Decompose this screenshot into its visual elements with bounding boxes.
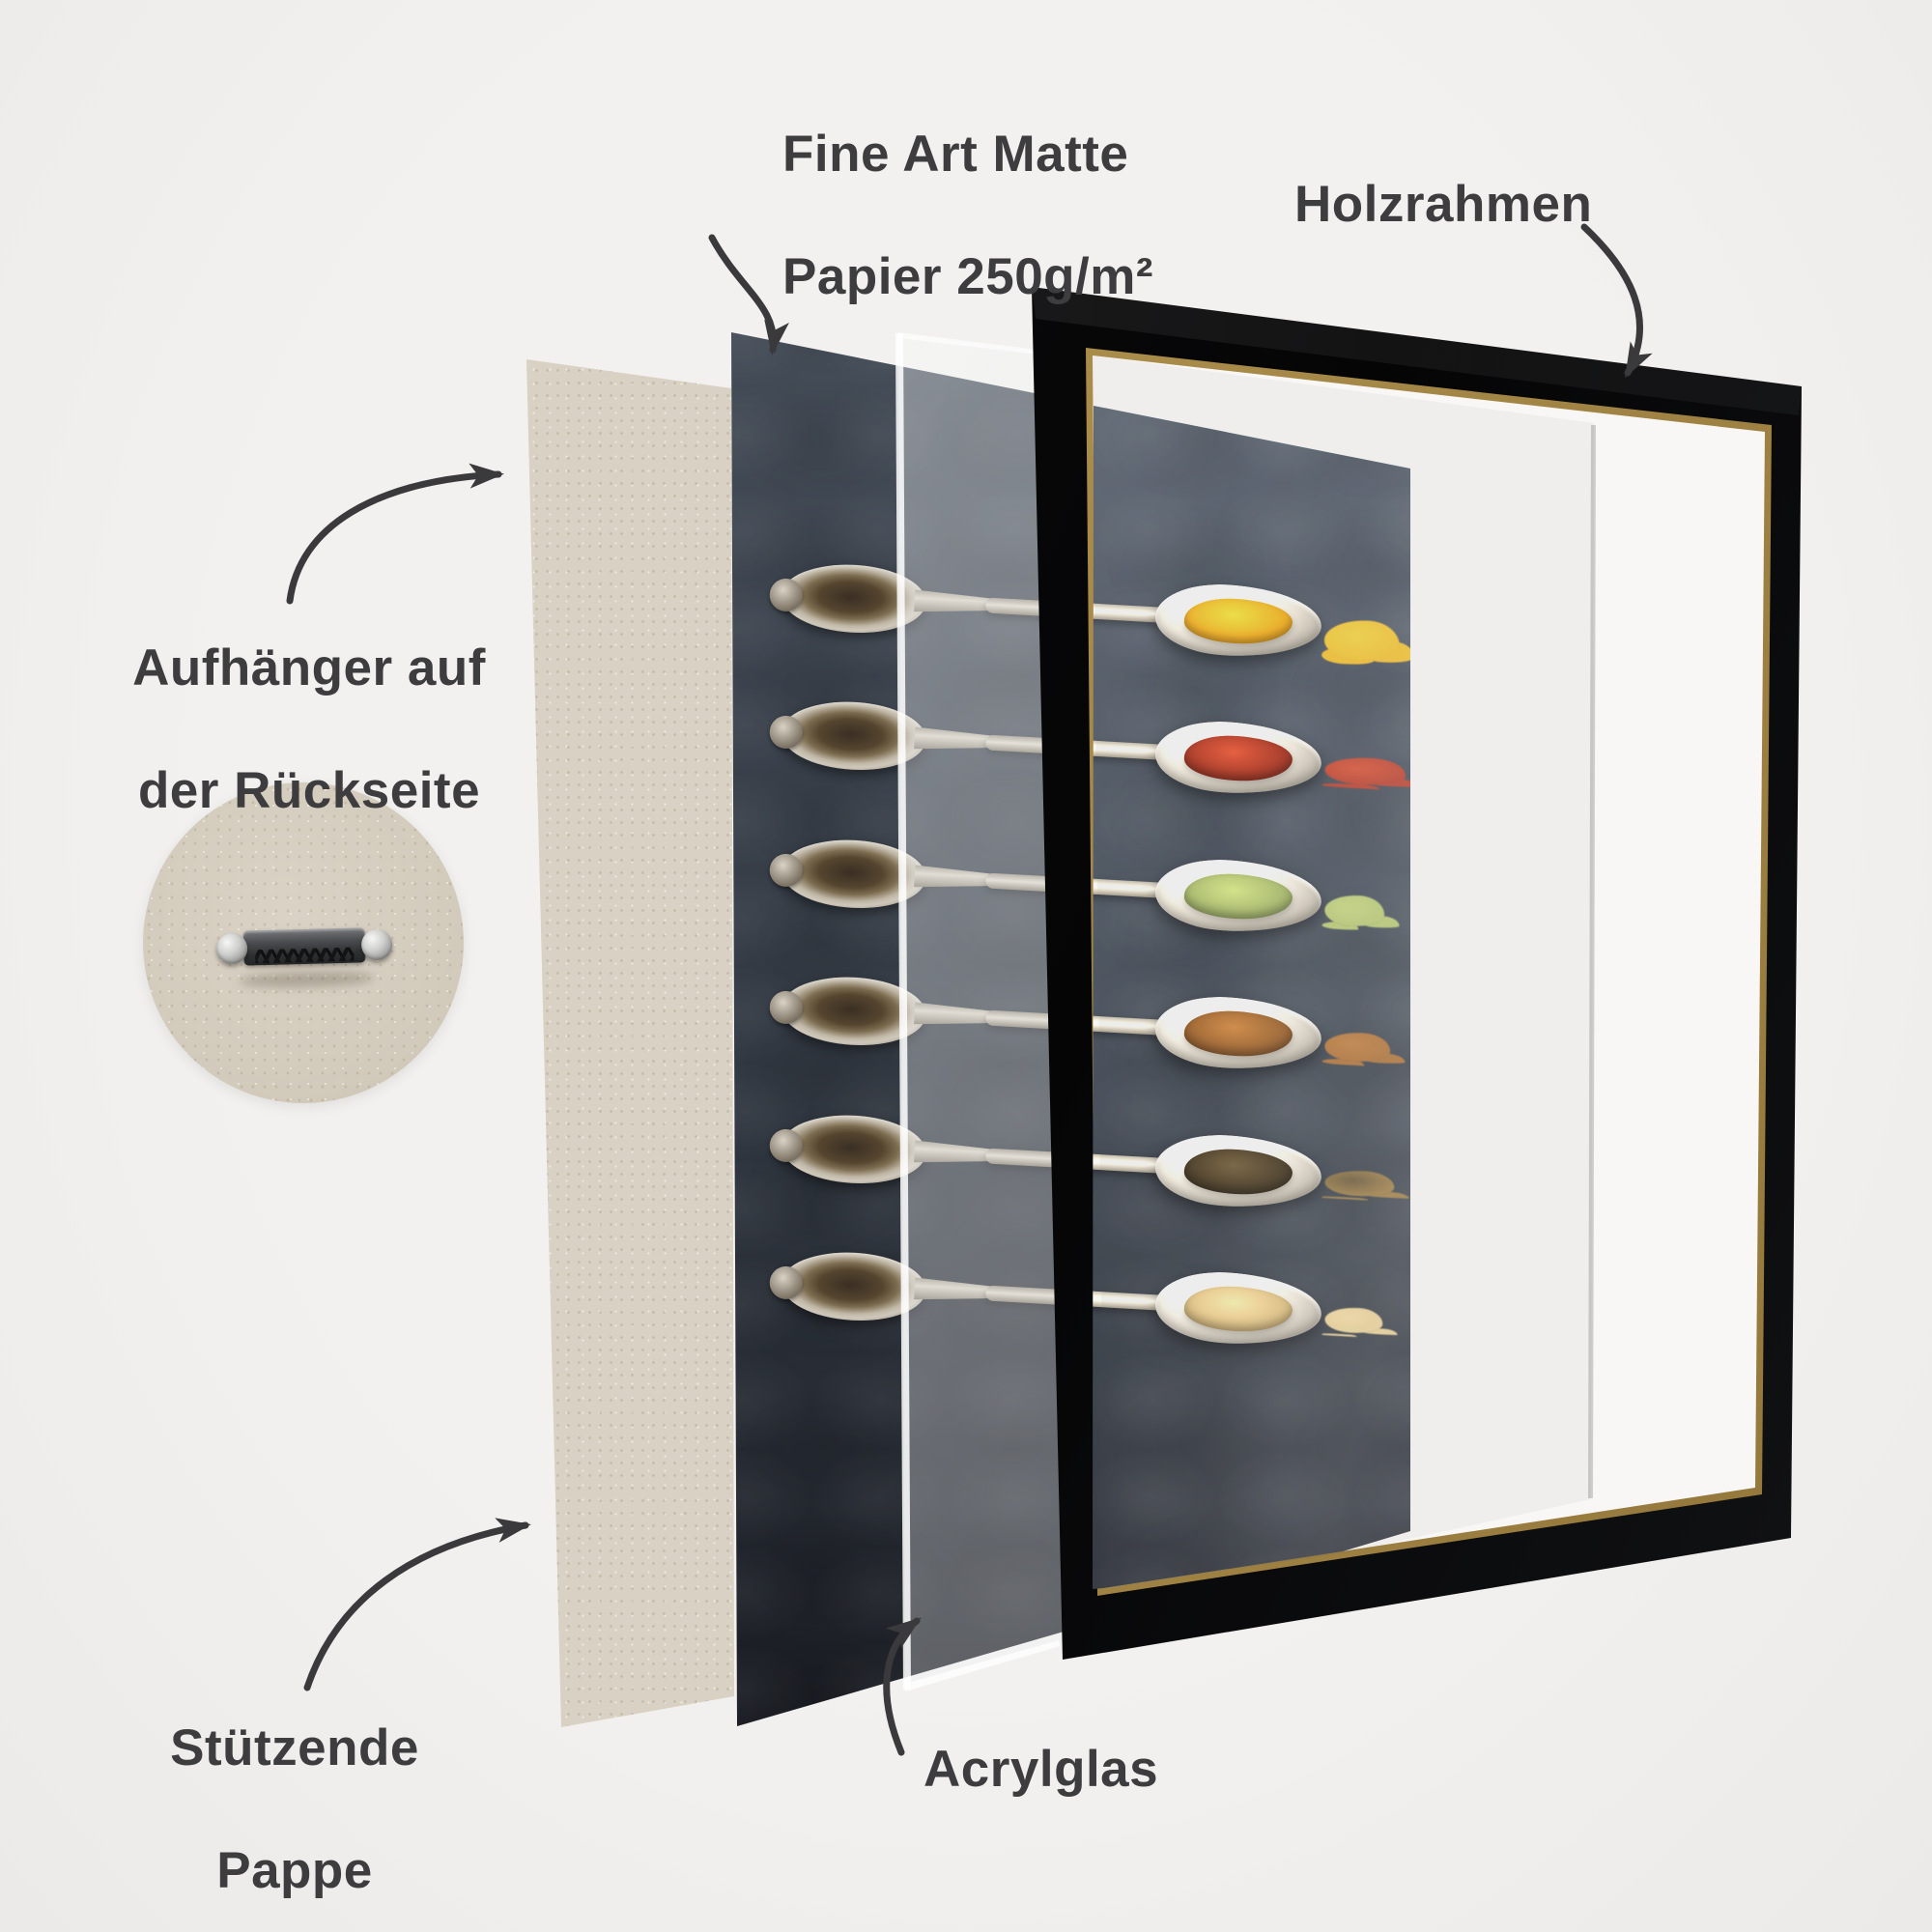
label-backboard-line1: Stützende: [170, 1719, 419, 1776]
arrow-paper: [708, 234, 789, 355]
hanger-detail-inset: [143, 782, 464, 1103]
arrow-frame: [1580, 223, 1653, 379]
label-acrylic: Acrylglas: [923, 1741, 1159, 1798]
label-backboard: Stützende Pappe: [72, 1718, 517, 1902]
arrow-hanger: [286, 463, 504, 605]
label-hanger-line2: der Rückseite: [137, 762, 481, 820]
label-hanger-line1: Aufhänger auf: [132, 639, 486, 696]
hanger-sawtooth-teeth: [255, 947, 355, 964]
label-backboard-line2: Pappe: [216, 1842, 373, 1900]
label-frame: Holzrahmen: [1294, 176, 1593, 233]
arrow-backboard: [303, 1518, 531, 1691]
hanger-screw-right: [360, 928, 393, 961]
label-paper-line1: Fine Art Matte: [782, 126, 1129, 183]
hanger-shadow: [238, 970, 375, 989]
sawtooth-hanger: [139, 779, 469, 1108]
label-hanger: Aufhänger auf der Rückseite: [82, 638, 536, 822]
label-paper-line2: Papier 250g/m²: [782, 248, 1154, 306]
label-paper: Fine Art Matte Papier 250g/m²: [782, 124, 1153, 308]
